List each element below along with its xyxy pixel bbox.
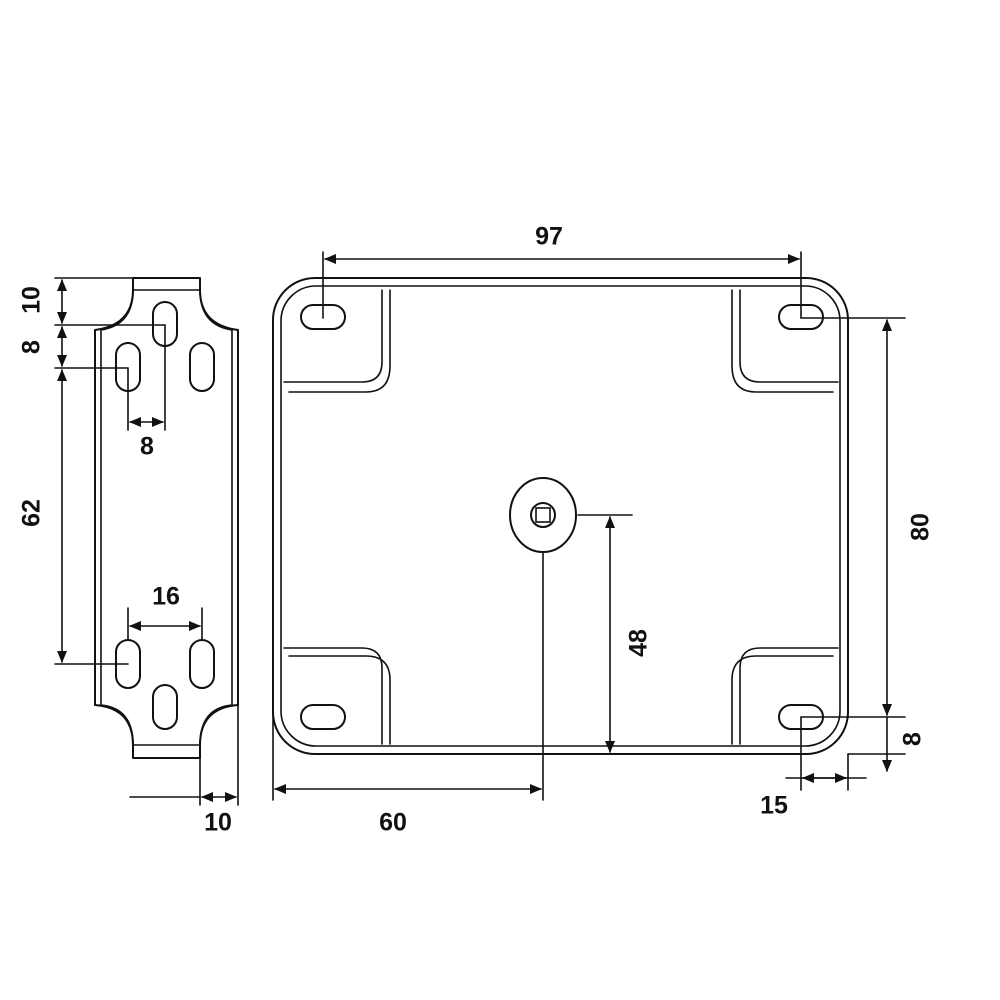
dim-label-front-hole-spacing-horizontal: 97 <box>535 223 563 251</box>
dim-label-side-slot-step: 8 <box>18 340 46 354</box>
front-view-outer-outline <box>272 277 849 755</box>
front-view: 97 80 48 60 15 8 <box>272 223 935 837</box>
corner-boss-top-right <box>731 289 839 393</box>
dim-label-side-flange-depth: 10 <box>204 809 232 837</box>
center-hole-square <box>535 507 551 523</box>
corner-boss-bottom-left <box>283 647 391 745</box>
dim-label-side-slot-vertical-span: 62 <box>18 499 46 527</box>
dim-label-front-center-offset: 60 <box>379 809 407 837</box>
dim-label-side-slot-horizontal-span: 16 <box>152 583 180 611</box>
side-slot-bottom-right <box>189 639 215 689</box>
dim-label-side-slot-horizontal-offset: 8 <box>140 433 154 461</box>
dim-label-side-top-offset: 10 <box>18 286 46 314</box>
front-view-inner-outline <box>280 285 841 747</box>
side-view-inner-outline <box>100 289 233 746</box>
side-slot-bottom-center <box>152 684 178 730</box>
dim-label-front-hole-spacing-vertical: 80 <box>907 513 935 541</box>
corner-boss-top-left <box>283 289 391 393</box>
corner-boss-bottom-right <box>731 647 839 745</box>
center-hole <box>530 502 556 528</box>
dim-label-front-center-height: 48 <box>625 629 653 657</box>
side-slot-top-right <box>189 342 215 392</box>
side-view: 10 8 8 62 16 10 <box>18 277 239 837</box>
front-slot-bottom-left <box>300 704 346 730</box>
dim-label-front-hole-edge-offset-vertical: 8 <box>899 732 927 746</box>
center-boss <box>509 477 577 553</box>
dim-label-front-hole-edge-offset-horizontal: 15 <box>760 792 788 820</box>
